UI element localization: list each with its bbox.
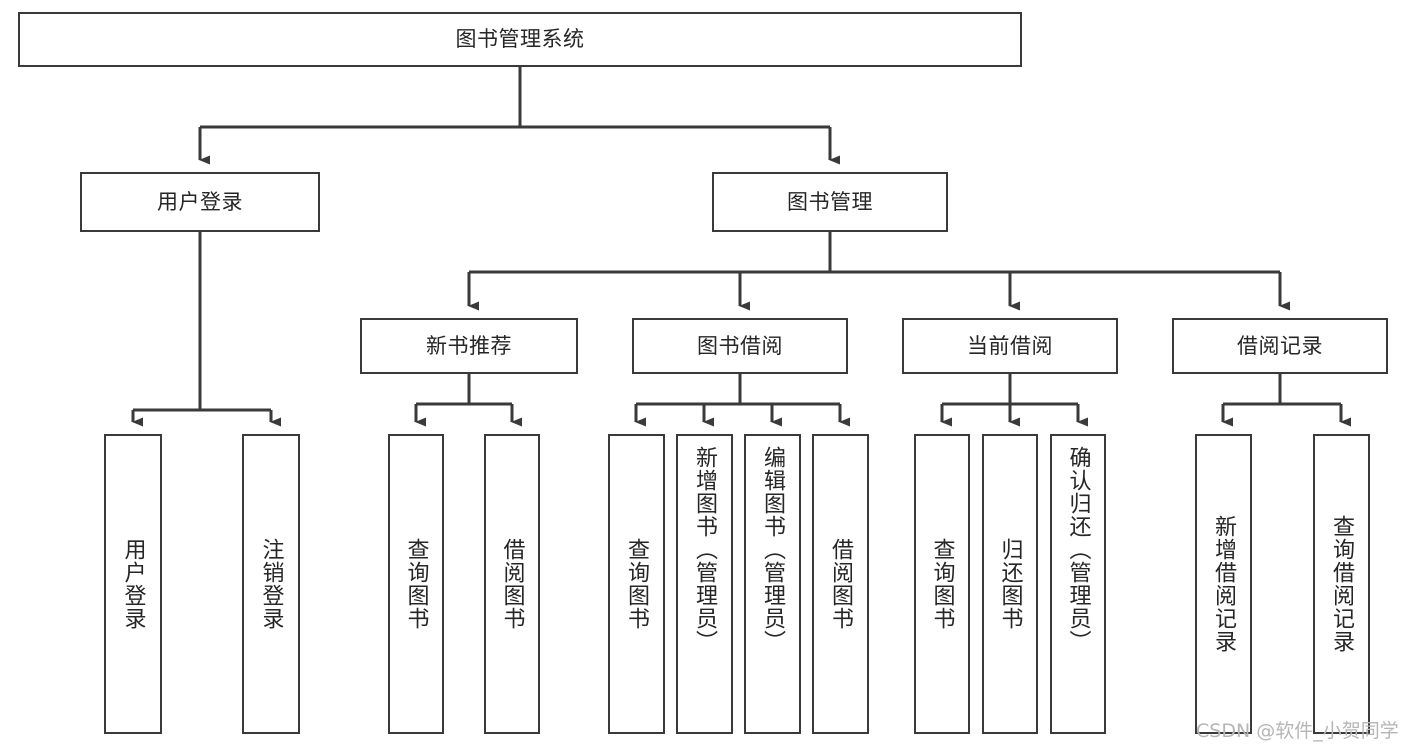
node-user-login[interactable]: 用户登录 — [80, 172, 320, 232]
leaf-query-book-cur-label: 查询图书 — [929, 538, 955, 630]
leaf-return-book-label: 归还图书 — [997, 538, 1023, 630]
node-root-label: 图书管理系统 — [455, 27, 585, 52]
leaf-borrow-book-label: 借阅图书 — [828, 538, 854, 630]
leaf-confirm-return[interactable]: 确认归还（管理员） — [1050, 434, 1106, 734]
leaf-add-book-label: 新增图书（管理员） — [692, 446, 718, 653]
leaf-query-record[interactable]: 查询借阅记录 — [1313, 434, 1370, 734]
leaf-query-book-rec[interactable]: 查询图书 — [388, 434, 444, 734]
node-current-borrow[interactable]: 当前借阅 — [902, 318, 1118, 374]
node-new-book-recommend[interactable]: 新书推荐 — [360, 318, 578, 374]
leaf-user-logout[interactable]: 注销登录 — [242, 434, 300, 734]
node-book-manage[interactable]: 图书管理 — [712, 172, 948, 232]
leaf-user-login-label: 用户登录 — [120, 538, 146, 630]
node-borrow-record[interactable]: 借阅记录 — [1172, 318, 1388, 374]
leaf-add-book[interactable]: 新增图书（管理员） — [676, 434, 733, 734]
leaf-user-logout-label: 注销登录 — [258, 538, 284, 630]
leaf-edit-book-label: 编辑图书（管理员） — [760, 446, 786, 653]
node-book-borrow-label: 图书借阅 — [697, 333, 783, 358]
node-user-login-label: 用户登录 — [157, 189, 243, 214]
leaf-query-book-cur[interactable]: 查询图书 — [914, 434, 970, 734]
csdn-watermark: CSDN @软件_小贺同学 — [1196, 720, 1399, 742]
leaf-borrow-book-rec-label: 借阅图书 — [499, 538, 525, 630]
leaf-query-book-borrow[interactable]: 查询图书 — [608, 434, 665, 734]
leaf-return-book[interactable]: 归还图书 — [982, 434, 1038, 734]
leaf-query-book-rec-label: 查询图书 — [403, 538, 429, 630]
node-book-manage-label: 图书管理 — [787, 189, 873, 214]
node-book-borrow[interactable]: 图书借阅 — [632, 318, 848, 374]
leaf-confirm-return-label: 确认归还（管理员） — [1065, 446, 1091, 653]
node-new-book-recommend-label: 新书推荐 — [426, 333, 512, 358]
node-borrow-record-label: 借阅记录 — [1237, 333, 1323, 358]
leaf-add-record[interactable]: 新增借阅记录 — [1195, 434, 1252, 734]
leaf-add-record-label: 新增借阅记录 — [1211, 515, 1237, 653]
leaf-edit-book[interactable]: 编辑图书（管理员） — [744, 434, 801, 734]
leaf-borrow-book[interactable]: 借阅图书 — [812, 434, 869, 734]
leaf-borrow-book-rec[interactable]: 借阅图书 — [484, 434, 540, 734]
node-root[interactable]: 图书管理系统 — [18, 12, 1022, 67]
node-current-borrow-label: 当前借阅 — [967, 333, 1053, 358]
leaf-user-login[interactable]: 用户登录 — [104, 434, 162, 734]
leaf-query-record-label: 查询借阅记录 — [1329, 515, 1355, 653]
leaf-query-book-borrow-label: 查询图书 — [624, 538, 650, 630]
